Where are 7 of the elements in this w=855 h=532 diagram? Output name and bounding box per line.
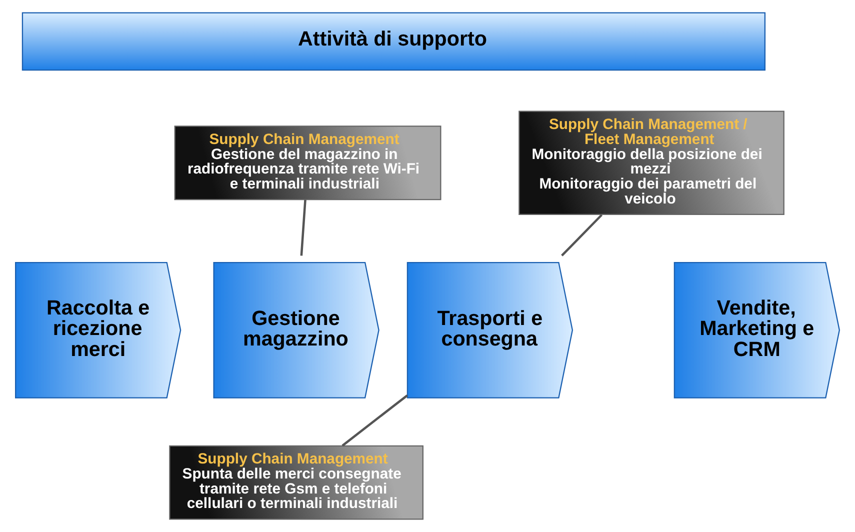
connector [561, 214, 603, 256]
connector [342, 394, 408, 447]
node-box: Attività di supporto [22, 12, 766, 71]
node-box: Supply Chain Management Gestione del magazzino in radiofrequenza tramite rete Wi-Fi e terminali industriali [174, 126, 442, 200]
node-box: Supply Chain Management / Fleet Management Monitoraggio della posizione dei mezzi Monitoraggio dei parametri del veicolo [518, 110, 784, 216]
connector [300, 200, 306, 256]
node-box: Supply Chain Management Spunta delle merci consegnate tramite rete Gsm e telefoni cellulari o terminali industriali [169, 445, 424, 520]
